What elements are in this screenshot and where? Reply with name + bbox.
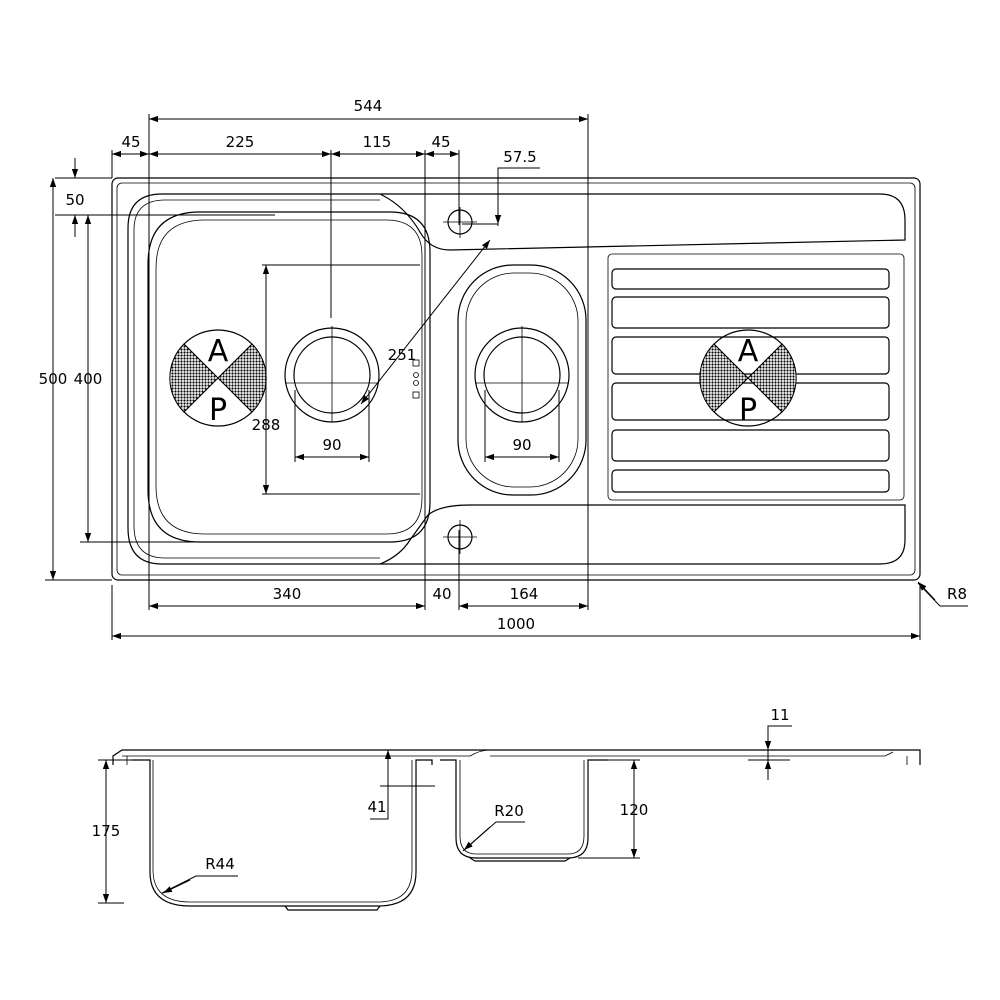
badge-right-bottom-letter: P — [739, 393, 757, 428]
dim-340: 340 — [273, 585, 302, 603]
drainer-grooves — [611, 268, 890, 493]
bowl2-section-inner — [459, 760, 585, 855]
section-rim-lower — [122, 749, 894, 757]
sink-outline — [111, 177, 921, 581]
plan-dimensions: 544 45 225 115 45 57.5 50 500 400 288 — [39, 97, 968, 640]
dim-500: 500 — [39, 370, 68, 388]
ap-badge-right: A P — [699, 329, 797, 428]
dim-r8: R8 — [947, 585, 967, 603]
plan-view: A P A P — [111, 177, 921, 581]
section-dimensions: 11 41 R20 120 175 R44 — [92, 706, 792, 904]
drainer-groove — [611, 429, 890, 462]
badge-left-top-letter: A — [208, 334, 229, 369]
dim-400: 400 — [74, 370, 103, 388]
dim-288: 288 — [252, 416, 281, 434]
dim-544: 544 — [354, 97, 383, 115]
badge-left-bottom-letter: P — [209, 393, 227, 428]
dim-90-waste1: 90 — [322, 436, 341, 454]
drainer-ridge-bottom — [380, 504, 906, 565]
dim-115: 115 — [363, 133, 392, 151]
dim-45-tap: 45 — [431, 133, 450, 151]
waste-2 — [474, 326, 570, 423]
dim-251: 251 — [388, 346, 417, 364]
bowl1-rim — [127, 193, 429, 565]
dim-r20: R20 — [494, 802, 524, 820]
dim-11: 11 — [770, 706, 789, 724]
dim-175: 175 — [92, 822, 121, 840]
bowl2-waste — [469, 857, 571, 862]
dim-90-waste2: 90 — [512, 436, 531, 454]
dim-57-5: 57.5 — [503, 148, 536, 166]
drainer-groove — [611, 382, 890, 421]
section-view — [112, 749, 921, 911]
bowl1-section-inner — [152, 760, 413, 903]
dim-225: 225 — [226, 133, 255, 151]
dim-50: 50 — [65, 191, 84, 209]
bowl1-inner — [155, 219, 423, 535]
bowl1-waste — [284, 905, 381, 911]
drainer-groove — [611, 268, 890, 290]
bowl2-section — [440, 759, 608, 859]
dim-164: 164 — [510, 585, 539, 603]
ap-badge-left: A P — [169, 329, 267, 428]
drainer-plate — [607, 253, 905, 501]
section-rim — [112, 749, 921, 765]
badge-right-top-letter: A — [738, 334, 759, 369]
sink-outline-inner — [116, 182, 916, 576]
dim-1000: 1000 — [497, 615, 535, 633]
dim-120: 120 — [620, 801, 649, 819]
drainer-groove — [611, 469, 890, 493]
drainer-groove — [611, 336, 890, 375]
bowl1-section — [132, 759, 433, 907]
tap-hole-bottom-icon — [443, 520, 477, 554]
waste-1 — [284, 326, 380, 423]
dim-45-left: 45 — [121, 133, 140, 151]
drainer-groove — [611, 296, 890, 329]
bowl1-rim-inner — [133, 199, 380, 559]
dim-40: 40 — [432, 585, 451, 603]
overflow-slots — [412, 359, 420, 399]
dim-r44: R44 — [205, 855, 235, 873]
tap-hole-top-icon — [443, 207, 477, 238]
dim-41: 41 — [367, 798, 386, 816]
